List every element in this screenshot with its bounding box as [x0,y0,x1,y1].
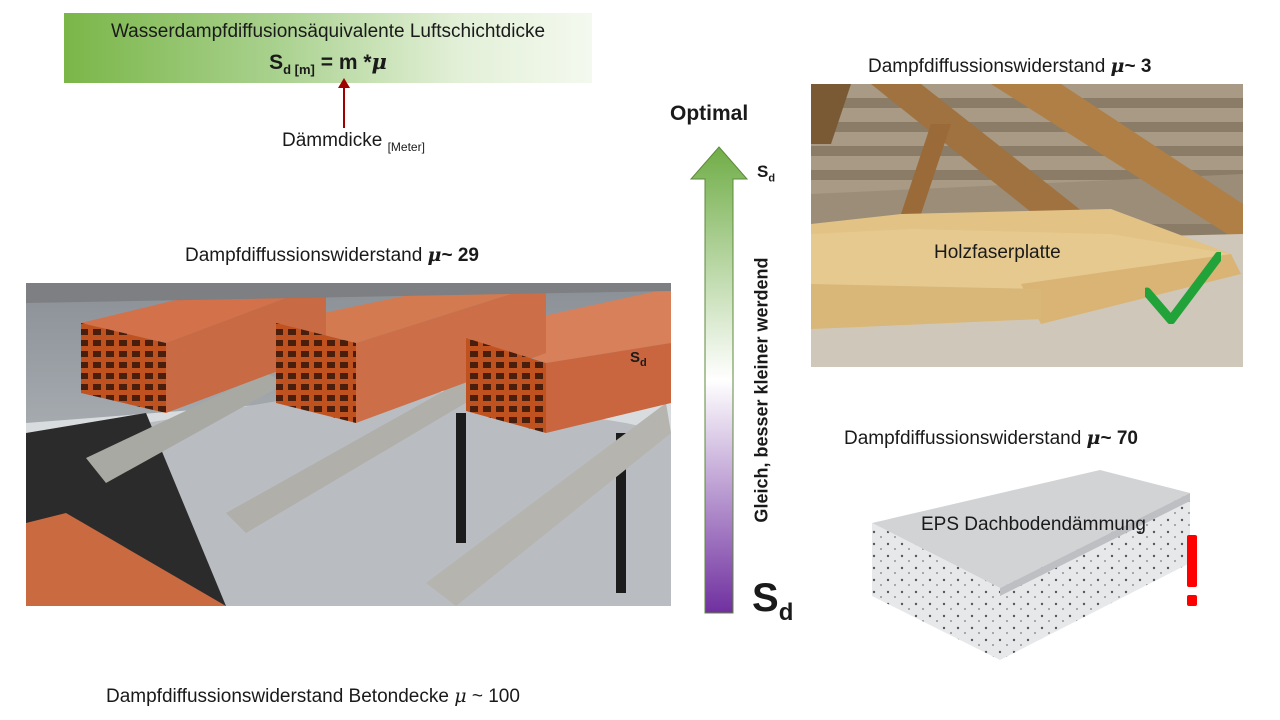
eps-mu-label: Dampfdiffussionswiderstand μ~ 70 [844,427,1138,449]
thickness-label: Dämmdicke [Meter] [282,130,425,154]
wood-mu-label: Dampfdiffussionswiderstand μ~ 3 [868,55,1152,77]
concrete-mu-label: Dampfdiffussionswiderstand Betondecke μ … [106,685,520,707]
gradient-up-arrow-icon [689,146,749,614]
thickness-arrow-icon [338,78,350,128]
formula-box: Wasserdampfdiffusionsäquivalente Luftsch… [64,13,592,83]
eps-board-image [872,470,1190,660]
brick-slab-image [26,283,671,606]
sd-symbol: S [269,51,284,74]
optimal-label: Optimal [670,102,749,125]
exclamation-icon [1187,535,1197,606]
sd-small-label: Sd [757,162,776,185]
equation-rest: = m * [314,51,372,74]
wood-fiber-image [811,84,1243,367]
brick-sd-label: Sd [630,349,647,369]
brick-mu-label: Dampfdiffussionswiderstand μ~ 29 [185,244,479,266]
mu-symbol: μ [371,49,387,74]
eps-product-label: EPS Dachbodendämmung [921,514,1146,535]
formula-title: Wasserdampfdiffusionsäquivalente Luftsch… [110,21,546,42]
sd-big-label: Sd [752,576,794,626]
sd-subscript: d [m] [283,62,315,78]
scale-vertical-text: Gleich, besser kleiner werdend [751,257,772,523]
thickness-unit: [Meter] [387,139,425,154]
wood-product-label: Holzfaserplatte [934,242,1061,263]
checkmark-icon [1145,252,1221,324]
formula-equation: Sd [m] = m *μ [64,49,592,77]
